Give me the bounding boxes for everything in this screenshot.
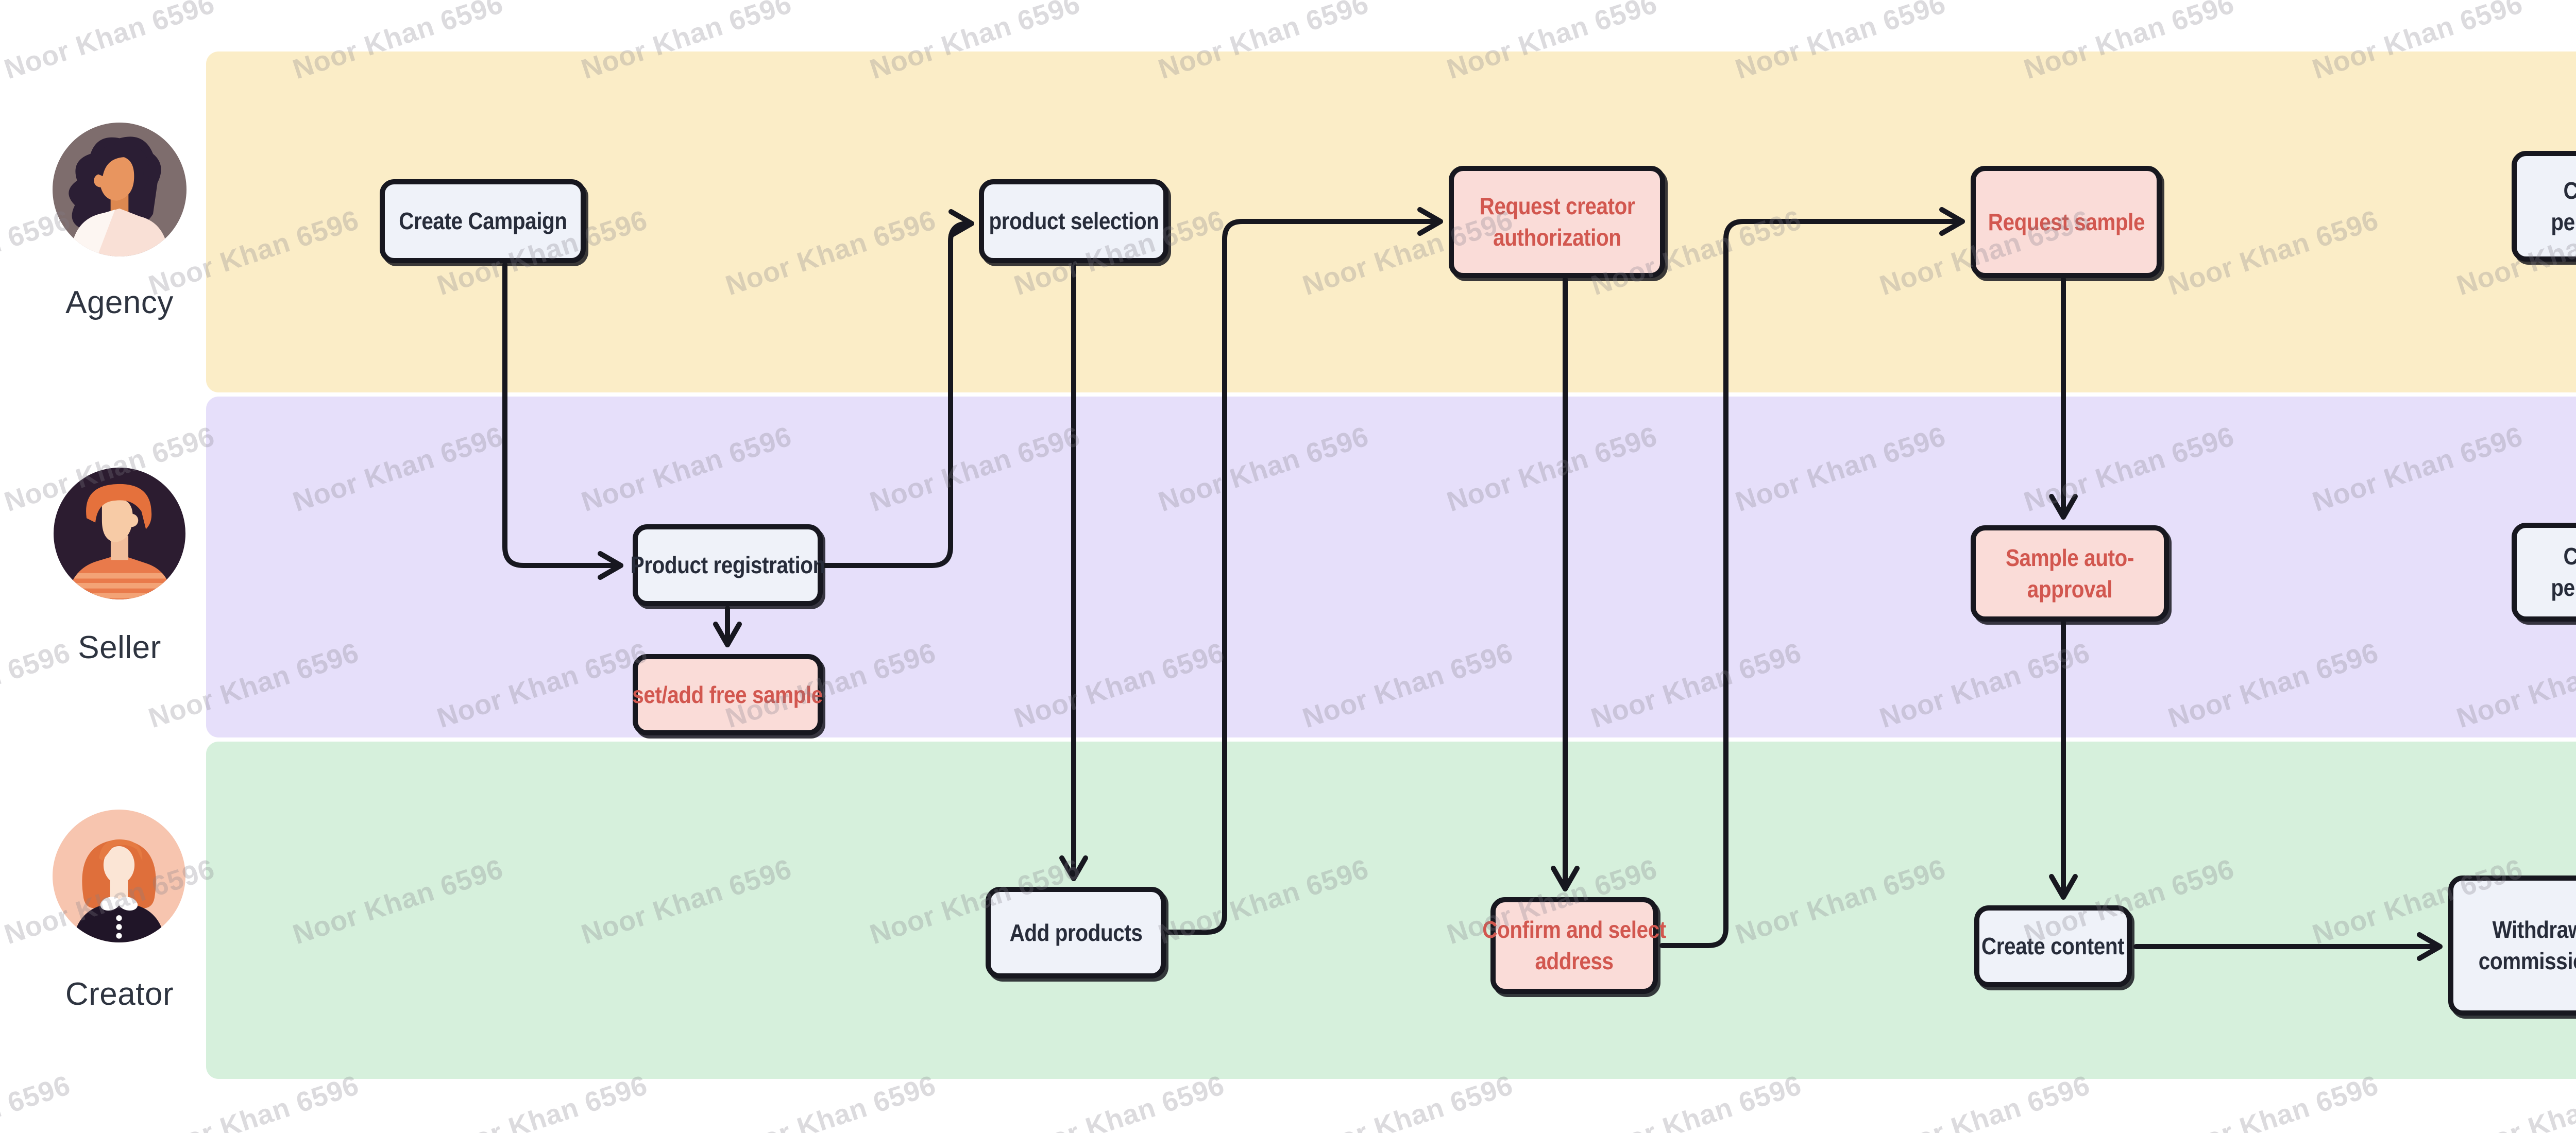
creator-avatar	[53, 810, 185, 942]
node-request-creator-authorization[interactable]: Request creator authorization	[1449, 166, 1665, 278]
node-label: Campaign performance	[2551, 177, 2576, 235]
node-create-campaign[interactable]: Create Campaign	[380, 179, 586, 263]
watermark-text: Noor Khan 6596	[0, 1069, 74, 1133]
node-label: Create content	[1981, 933, 2125, 960]
node-product-selection[interactable]: product selection	[979, 179, 1168, 263]
node-label: Create Campaign	[398, 208, 567, 235]
node-label: Campaign performance	[2551, 543, 2576, 601]
node-sample-auto-approval[interactable]: Sample auto- approval	[1971, 525, 2169, 622]
node-request-sample[interactable]: Request sample	[1971, 166, 2162, 278]
node-label: set/add free sample	[632, 681, 823, 708]
lane-label-agency: Agency	[65, 285, 174, 320]
node-label: product selection	[989, 208, 1159, 235]
lane-seller-background	[206, 397, 2576, 737]
node-campaign-performance-seller[interactable]: Campaign performance	[2512, 523, 2576, 622]
node-label: Request creator authorization	[1479, 193, 1635, 251]
watermark-text: Noor Khan 6596	[1, 0, 218, 85]
node-label: Sample auto- approval	[2006, 544, 2134, 603]
lane-creator-background	[206, 742, 2576, 1079]
node-withdraw-commission[interactable]: Withdraw commission	[2448, 876, 2576, 1016]
node-label: Withdraw commission	[2479, 916, 2576, 974]
node-label: Confirm and select address	[1482, 916, 1666, 974]
node-label: Request sample	[1988, 208, 2145, 235]
node-product-registration[interactable]: Product registration	[630, 524, 825, 606]
node-create-content[interactable]: Create content	[1974, 905, 2132, 987]
node-label: Add products	[1009, 919, 1142, 946]
seller-avatar	[54, 468, 185, 599]
node-label: Product registration	[630, 552, 825, 579]
node-add-products[interactable]: Add products	[986, 887, 1166, 978]
lane-label-creator: Creator	[65, 976, 174, 1012]
node-confirm-and-select-address[interactable]: Confirm and select address	[1482, 897, 1666, 994]
node-campaign-performance-agency[interactable]: Campaign performance	[2512, 151, 2576, 262]
lane-label-seller: Seller	[78, 630, 161, 665]
agency-avatar	[53, 123, 187, 256]
node-set-add-free-sample[interactable]: set/add free sample	[633, 654, 823, 735]
